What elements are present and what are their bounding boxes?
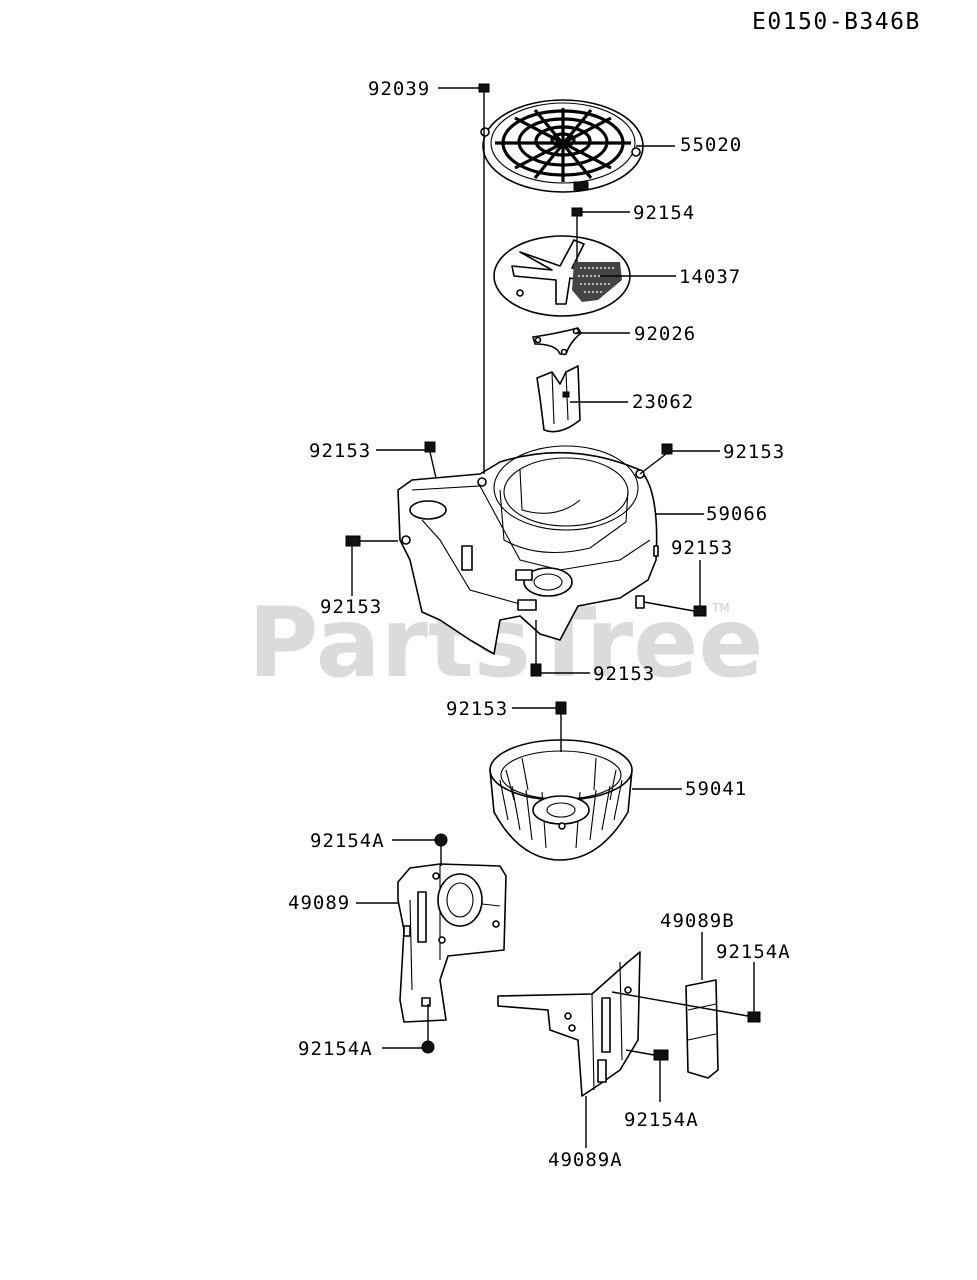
bolt-92153-right[interactable] <box>661 443 673 455</box>
label-92153-side-right[interactable]: 92153 <box>671 537 733 559</box>
label-92154A-upper[interactable]: 92154A <box>310 830 385 852</box>
bolt-92153-bottom[interactable] <box>530 663 542 677</box>
label-92154A-lower[interactable]: 92154A <box>298 1038 373 1060</box>
part-92026-bracket[interactable] <box>532 327 582 356</box>
part-55020-screen[interactable] <box>480 99 644 193</box>
bolt-92039[interactable] <box>478 83 490 93</box>
label-23062[interactable]: 23062 <box>632 391 694 413</box>
vent-holes <box>572 262 622 302</box>
part-49089A-shroud[interactable] <box>497 951 641 1097</box>
label-59066[interactable]: 59066 <box>706 503 768 525</box>
part-59041-flywheel[interactable] <box>489 739 633 861</box>
part-49089-shroud[interactable] <box>397 863 507 1023</box>
part-59066-blower-housing[interactable] <box>397 445 659 655</box>
bolt-92154-top[interactable] <box>571 207 583 217</box>
label-92153-flywheel[interactable]: 92153 <box>446 698 508 720</box>
label-92154A-right[interactable]: 92154A <box>716 941 791 963</box>
bolt-92154A-lower[interactable] <box>421 1040 435 1054</box>
label-92153-left[interactable]: 92153 <box>309 440 371 462</box>
bolt-92153-flywheel[interactable] <box>555 701 567 715</box>
bolt-92154A-right[interactable] <box>747 1011 761 1023</box>
label-92154-top[interactable]: 92154 <box>633 202 695 224</box>
label-92026[interactable]: 92026 <box>634 323 696 345</box>
part-49089B-plate[interactable] <box>685 979 719 1079</box>
label-49089A[interactable]: 49089A <box>548 1149 623 1171</box>
label-92154A-center[interactable]: 92154A <box>624 1109 699 1131</box>
label-92153-right[interactable]: 92153 <box>723 441 785 463</box>
label-92153-bottom[interactable]: 92153 <box>593 663 655 685</box>
leader-lines <box>351 87 755 1148</box>
label-92039[interactable]: 92039 <box>368 78 430 100</box>
bolt-92154A-center[interactable] <box>653 1049 669 1061</box>
diagram-code: E0150-B346B <box>752 9 921 35</box>
part-23062-guide[interactable] <box>536 365 581 433</box>
watermark-trademark: TM <box>711 601 730 615</box>
bolt-92153-side-right[interactable] <box>693 605 707 617</box>
label-49089[interactable]: 49089 <box>288 892 350 914</box>
bolt-92153-left[interactable] <box>424 441 436 453</box>
bolt-92154A-upper[interactable] <box>434 833 448 847</box>
label-49089B[interactable]: 49089B <box>660 910 735 932</box>
part-labels: 92039 55020 92154 14037 92026 23062 9215… <box>288 78 791 1171</box>
label-59041[interactable]: 59041 <box>685 778 747 800</box>
bolt-92153-side-left[interactable] <box>345 535 361 547</box>
label-14037[interactable]: 14037 <box>679 266 741 288</box>
label-55020[interactable]: 55020 <box>680 134 742 156</box>
fasteners <box>345 83 761 1061</box>
label-92153-side-left[interactable]: 92153 <box>320 596 382 618</box>
